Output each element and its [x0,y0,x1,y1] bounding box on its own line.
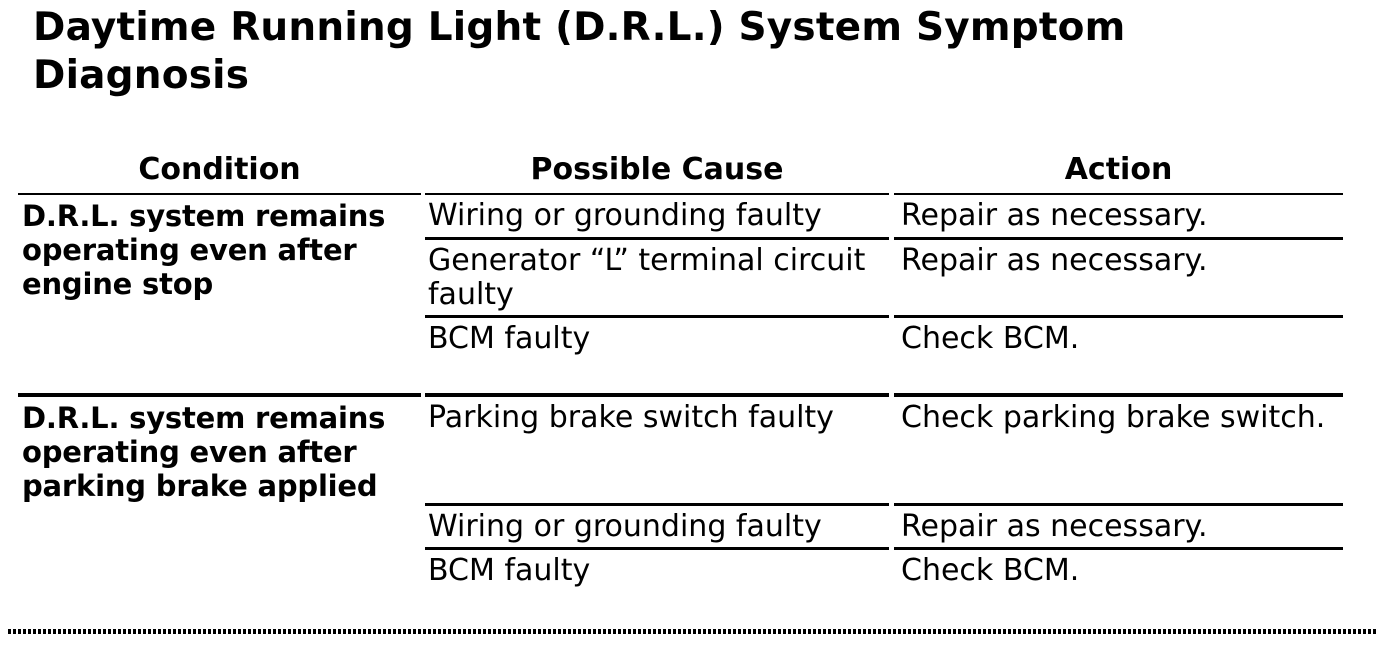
header-condition: Condition [18,150,421,195]
cause-cell: Wiring or grounding faulty [425,506,889,550]
table-group-engine-stop: D.R.L. system remains operating even aft… [18,195,1343,393]
page-bottom-divider [8,629,1376,634]
page-title: Daytime Running Light (D.R.L.) System Sy… [33,5,1126,98]
action-cell: Repair as necessary. [894,240,1343,318]
action-cell: Check BCM. [901,321,1080,356]
condition-cell: D.R.L. system remains operating even aft… [18,393,421,629]
header-action: Action [894,150,1343,195]
cause-cell: Generator “L” terminal circuit faulty [425,240,889,318]
action-cell: Check BCM. [901,553,1080,588]
cause-cell: BCM faulty [428,553,591,588]
action-cell: Repair as necessary. [894,506,1343,550]
action-cell: Repair as necessary. [894,195,1343,240]
cause-cell: Wiring or grounding faulty [425,195,889,240]
table-group-parking-brake: D.R.L. system remains operating even aft… [18,393,1343,629]
cause-cell: BCM faulty [428,321,591,356]
action-cell: Check parking brake switch. [894,393,1343,506]
header-possible-cause: Possible Cause [425,150,889,195]
cause-cell: Parking brake switch faulty [425,393,889,506]
table-header-row: Condition Possible Cause Action [18,150,1343,195]
condition-cell: D.R.L. system remains operating even aft… [22,199,386,301]
